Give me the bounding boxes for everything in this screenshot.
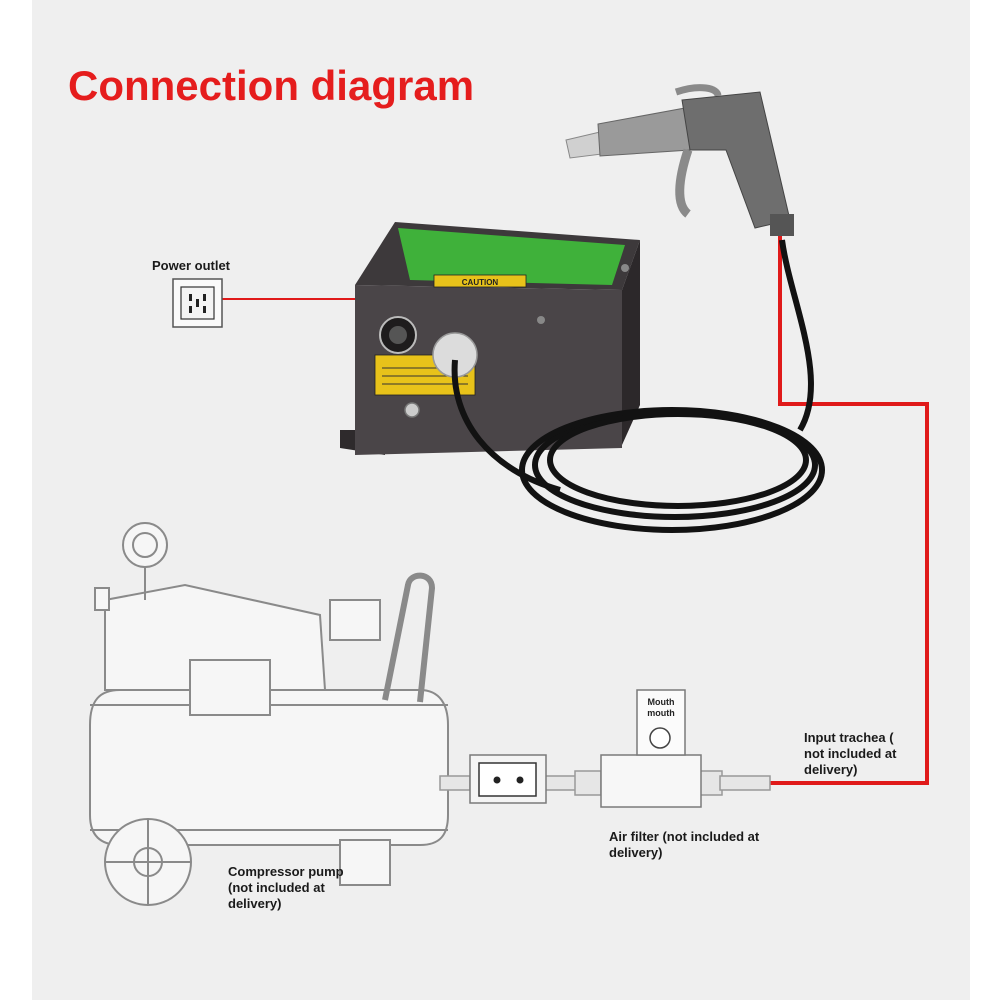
input-trachea-line-1: Input trachea (: [804, 730, 894, 745]
air-filter-line-1: Air filter (not included at: [609, 829, 760, 844]
gauge-mouth-line-2: mouth: [647, 708, 675, 718]
hose-coil-icon: [451, 239, 825, 533]
generator-box-icon: CAUTION: [340, 222, 640, 455]
regulator-icon: [469, 754, 547, 804]
trachea-connection-line: [770, 235, 929, 785]
air-filter-label: Air filter (not included at delivery): [609, 829, 759, 861]
gauge-mouth-line-1: Mouth: [647, 697, 675, 707]
compressor-line-3: delivery): [228, 896, 282, 911]
compressor-line-2: (not included at: [228, 880, 325, 895]
input-trachea-line-3: delivery): [804, 762, 858, 777]
compressor-pump-icon: [89, 522, 449, 906]
power-outlet-label: Power outlet: [152, 258, 231, 273]
input-trachea-label: Input trachea ( not included at delivery…: [804, 730, 896, 778]
connection-lines: [222, 235, 929, 785]
caution-label: CAUTION: [462, 278, 499, 287]
input-trachea-line-2: not included at: [804, 746, 897, 761]
compressor-pump-label: Compressor pump (not included at deliver…: [228, 864, 344, 912]
air-gun-icon: [565, 84, 794, 236]
air-filter-icon: [600, 689, 702, 808]
air-filter-line-2: delivery): [609, 845, 663, 860]
gauge-mouth-label: Mouth mouth: [639, 697, 683, 719]
power-outlet-icon: [172, 278, 223, 328]
diagram-title: Connection diagram: [68, 62, 475, 109]
compressor-line-1: Compressor pump: [228, 864, 344, 879]
